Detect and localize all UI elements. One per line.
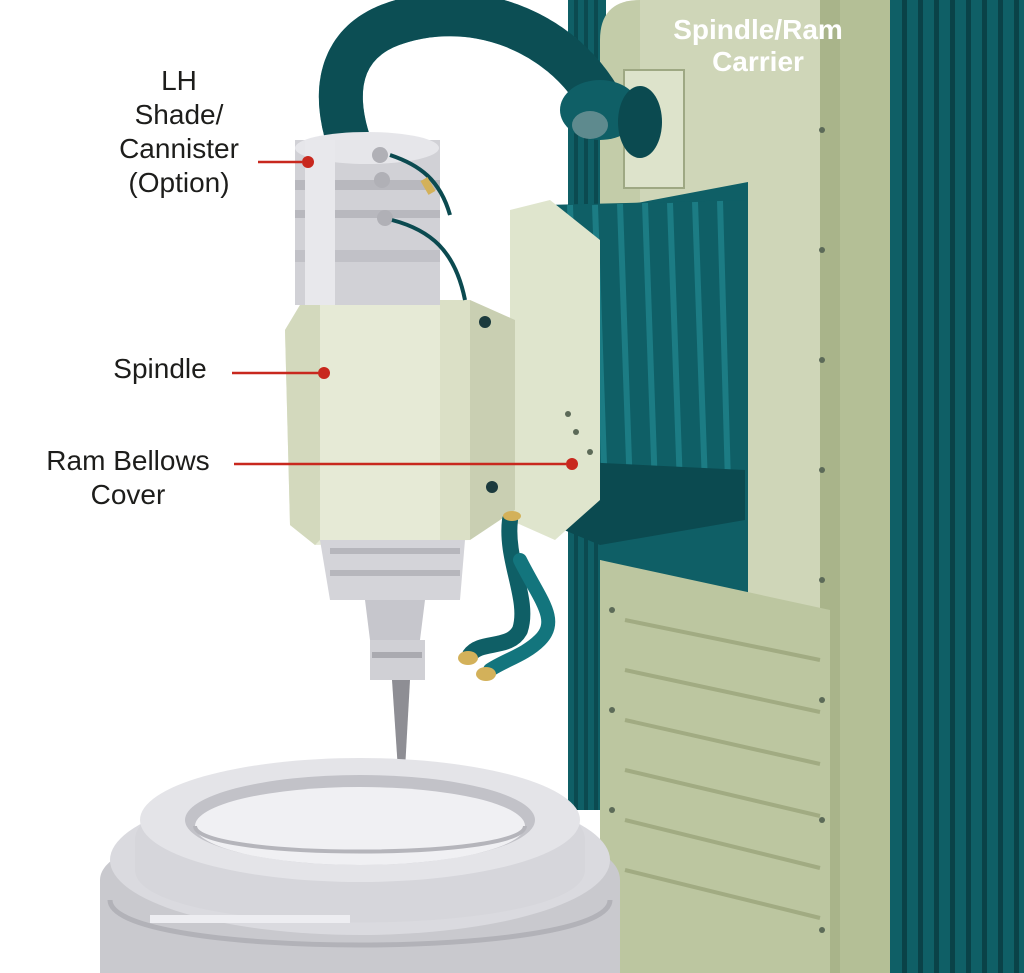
label-lh-line: LH xyxy=(102,64,256,98)
label-lh-shade-cannister: LH Shade/ Cannister (Option) xyxy=(102,64,256,200)
label-carrier-line: Carrier xyxy=(648,46,868,78)
workpiece-ring xyxy=(100,758,620,973)
label-cannister-line: Cannister xyxy=(102,132,256,166)
label-spindle-ram-carrier: Spindle/Ram Carrier xyxy=(648,14,868,78)
label-spindle-ram-line: Spindle/Ram xyxy=(648,14,868,46)
label-spindle-text: Spindle xyxy=(96,352,224,386)
label-ram-bellows-cover: Ram Bellows Cover xyxy=(26,444,230,512)
label-option-line: (Option) xyxy=(102,166,256,200)
label-shade-line: Shade/ xyxy=(102,98,256,132)
label-ram-bellows-line: Ram Bellows xyxy=(26,444,230,478)
label-spindle: Spindle xyxy=(96,352,224,386)
label-cover-line: Cover xyxy=(26,478,230,512)
spindle-housing xyxy=(285,132,600,770)
